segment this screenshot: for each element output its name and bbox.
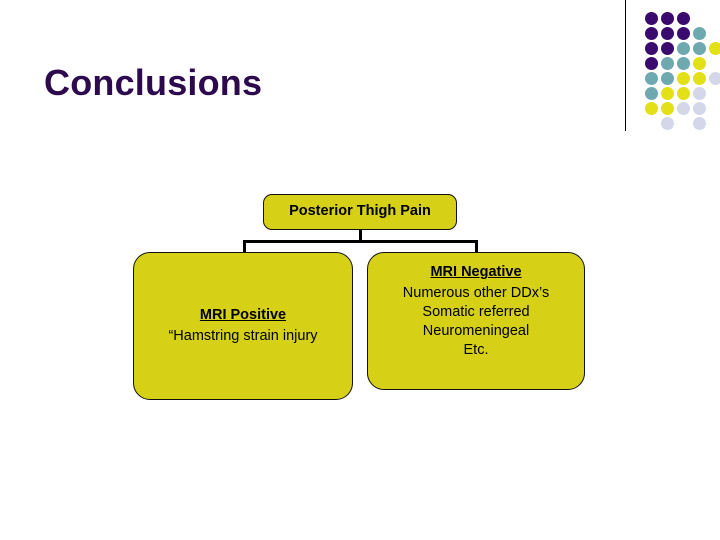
connector-stem-top: [359, 230, 362, 242]
decorative-dot: [677, 27, 690, 40]
decorative-dot-grid: [645, 12, 720, 130]
decorative-dot: [661, 57, 674, 70]
decorative-dot: [661, 87, 674, 100]
flow-node-mri-positive: MRI Positive “Hamstring strain injury: [133, 252, 353, 400]
decorative-dot: [709, 42, 720, 55]
decorative-dot: [661, 27, 674, 40]
decorative-dot: [661, 72, 674, 85]
decorative-dot: [677, 102, 690, 115]
decorative-dot: [645, 27, 658, 40]
decorative-dot: [693, 27, 706, 40]
decorative-dot: [677, 12, 690, 25]
decorative-dot: [661, 102, 674, 115]
flow-node-mri-positive-heading: MRI Positive: [199, 306, 287, 323]
flow-node-text-line: Neuromeningeal: [422, 323, 530, 340]
decorative-dot: [693, 87, 706, 100]
decorative-dot: [677, 57, 690, 70]
decorative-dot: [693, 117, 706, 130]
decorative-dot: [709, 72, 720, 85]
connector-drop-left: [243, 240, 246, 254]
decorative-dot: [645, 57, 658, 70]
decorative-dot: [661, 42, 674, 55]
flow-node-root: Posterior Thigh Pain: [263, 194, 457, 230]
decorative-dot: [677, 87, 690, 100]
decorative-dot: [693, 102, 706, 115]
connector-drop-right: [475, 240, 478, 254]
decorative-dot: [645, 72, 658, 85]
flow-node-text-line: Somatic referred: [422, 304, 530, 321]
decorative-dot: [677, 72, 690, 85]
decorative-dot: [645, 102, 658, 115]
page-title: Conclusions: [44, 62, 263, 103]
decorative-dot: [645, 12, 658, 25]
connector-horizontal-bar: [243, 240, 478, 243]
decorative-dot: [677, 42, 690, 55]
flow-node-mri-positive-body: “Hamstring strain injury: [168, 327, 317, 346]
decorative-dot: [693, 72, 706, 85]
decorative-dot: [693, 42, 706, 55]
decorative-dot: [693, 57, 706, 70]
decorative-dot: [645, 87, 658, 100]
decorative-dot: [661, 12, 674, 25]
flow-node-root-label: Posterior Thigh Pain: [289, 203, 431, 220]
flow-node-text-line: Numerous other DDx’s: [402, 285, 550, 302]
flow-node-text-line: Etc.: [463, 342, 489, 359]
decorative-dot: [645, 42, 658, 55]
decorative-dot: [661, 117, 674, 130]
vertical-divider: [625, 0, 626, 131]
flow-node-mri-negative-heading: MRI Negative: [430, 264, 522, 281]
flow-node-text-line: “Hamstring strain injury: [168, 328, 318, 345]
